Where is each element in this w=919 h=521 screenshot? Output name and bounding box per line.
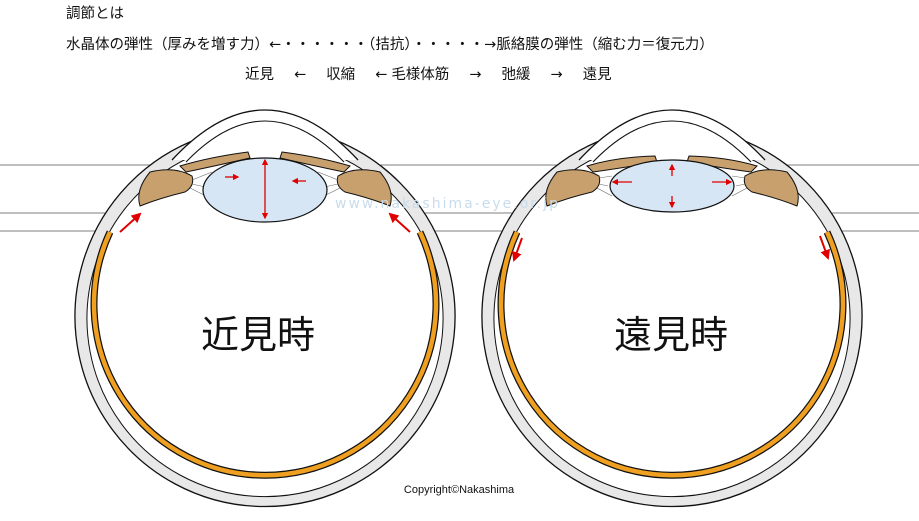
near-vision-text: 近見	[245, 67, 274, 83]
choroid-elasticity-text: 脈絡膜の弾性（縮む力＝復元力）	[496, 37, 714, 53]
contraction-text: 収縮	[326, 67, 356, 83]
lens-thin	[609, 159, 735, 213]
ciliary-muscle-text: 毛様体筋	[391, 67, 450, 83]
iris-right	[279, 151, 351, 173]
page-title: 調節とは	[66, 6, 124, 22]
arrow-left-icon: ←	[294, 67, 307, 83]
watermark: www.nakashima-eye.or.jp	[335, 196, 560, 212]
far-vision-text: 遠見	[582, 67, 612, 83]
lens-elasticity-text: 水晶体の弾性（厚みを増す力）	[66, 37, 269, 53]
ciliary-muscle-left	[545, 169, 601, 207]
ciliary-muscle-right	[336, 169, 392, 207]
copyright: Copyright©Nakashima	[404, 484, 515, 496]
right-arrow-text: ・・・・・→	[411, 37, 497, 53]
near-eye: 近見時	[74, 109, 456, 508]
arrow-right-icon: →	[469, 67, 482, 83]
ciliary-muscle-left	[138, 169, 194, 207]
ciliary-muscle-right	[743, 169, 799, 207]
arrow-left-icon: ←	[375, 67, 388, 83]
cornea	[578, 109, 766, 161]
far-eye-label: 遠見時	[614, 313, 728, 357]
relaxation-text: 弛緩	[501, 67, 531, 83]
near-eye-label: 近見時	[201, 313, 315, 357]
choroid-recoil-arrow-icon	[512, 237, 523, 262]
cornea	[171, 109, 359, 161]
choroid-pull-arrow-icon	[119, 212, 142, 233]
arrow-right-icon: →	[550, 67, 563, 83]
muscle-line: 近見←収縮←毛様体筋→弛緩→遠見	[245, 63, 612, 84]
far-eye: 遠見時	[481, 109, 863, 508]
antagonism-text: （拮抗）	[368, 37, 412, 53]
iris-left	[179, 151, 251, 173]
antagonism-line: 水晶体の弾性（厚みを増す力）←・・・・・・（拮抗）・・・・・→脈絡膜の弾性（縮む…	[66, 33, 714, 54]
left-arrow-text: ←・・・・・・	[269, 37, 369, 53]
